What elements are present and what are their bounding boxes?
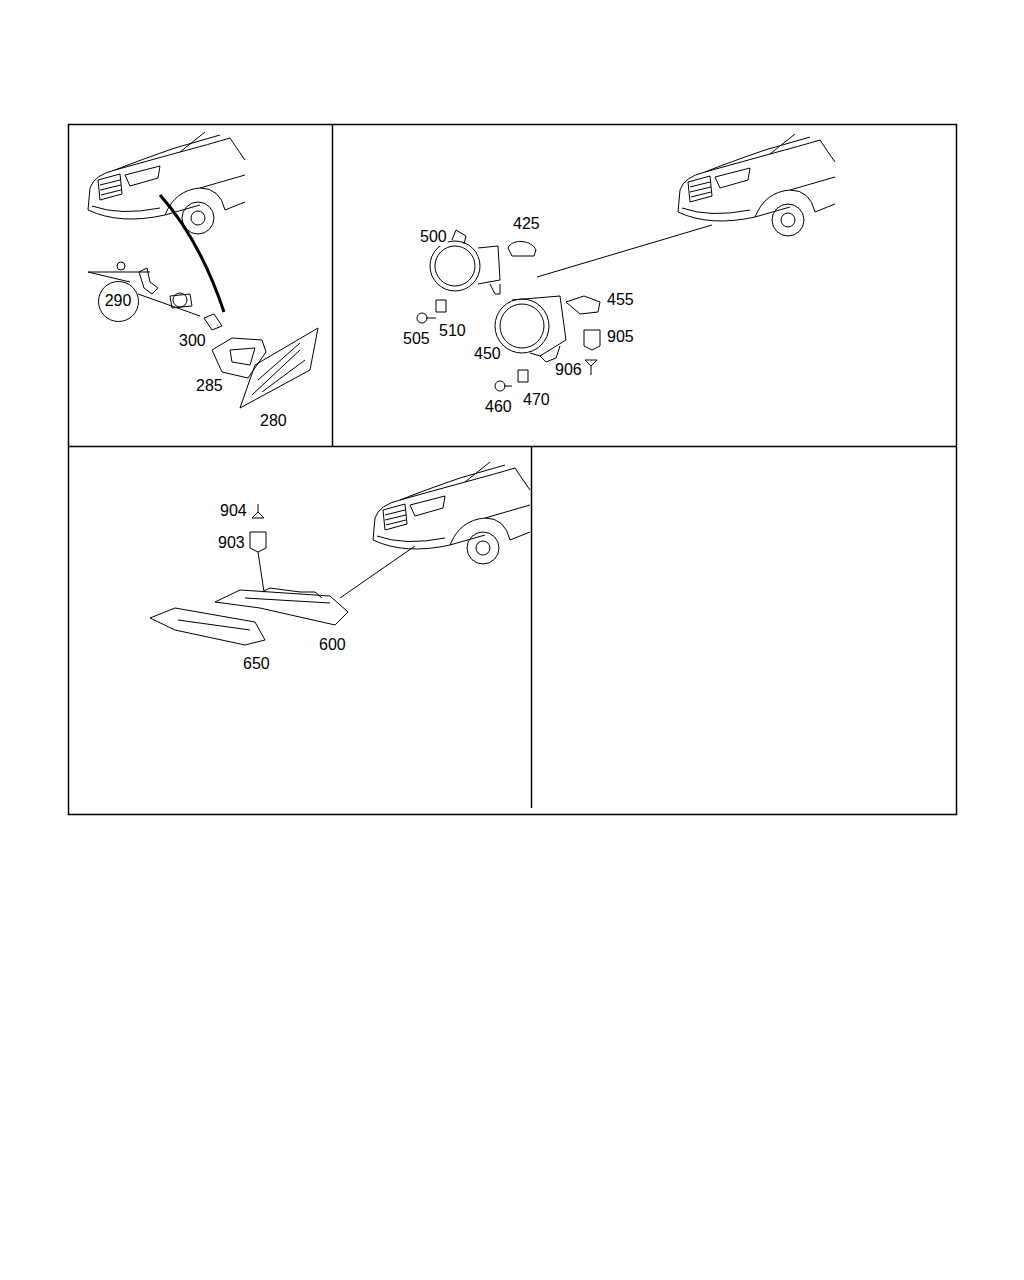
- callout-number: 903: [217, 534, 246, 552]
- callout-number: 455: [606, 291, 635, 309]
- callout-number: 470: [522, 391, 551, 409]
- callout-number: 425: [512, 215, 541, 233]
- callout-number: 505: [402, 330, 431, 348]
- callout-number: 300: [178, 332, 207, 350]
- callout-number: 905: [606, 328, 635, 346]
- callout-number: 500: [419, 228, 448, 246]
- callout-number: 510: [438, 322, 467, 340]
- callout-number: 460: [484, 398, 513, 416]
- callout-number: 906: [554, 361, 583, 379]
- callout-number: 450: [473, 345, 502, 363]
- callout-circle: 290: [98, 281, 139, 322]
- callout-number: 290: [105, 292, 132, 310]
- callout-number: 280: [259, 412, 288, 430]
- callout-number: 285: [195, 377, 224, 395]
- callout-number: 600: [318, 636, 347, 654]
- callout-number: 904: [219, 502, 248, 520]
- callout-number: 650: [242, 655, 271, 673]
